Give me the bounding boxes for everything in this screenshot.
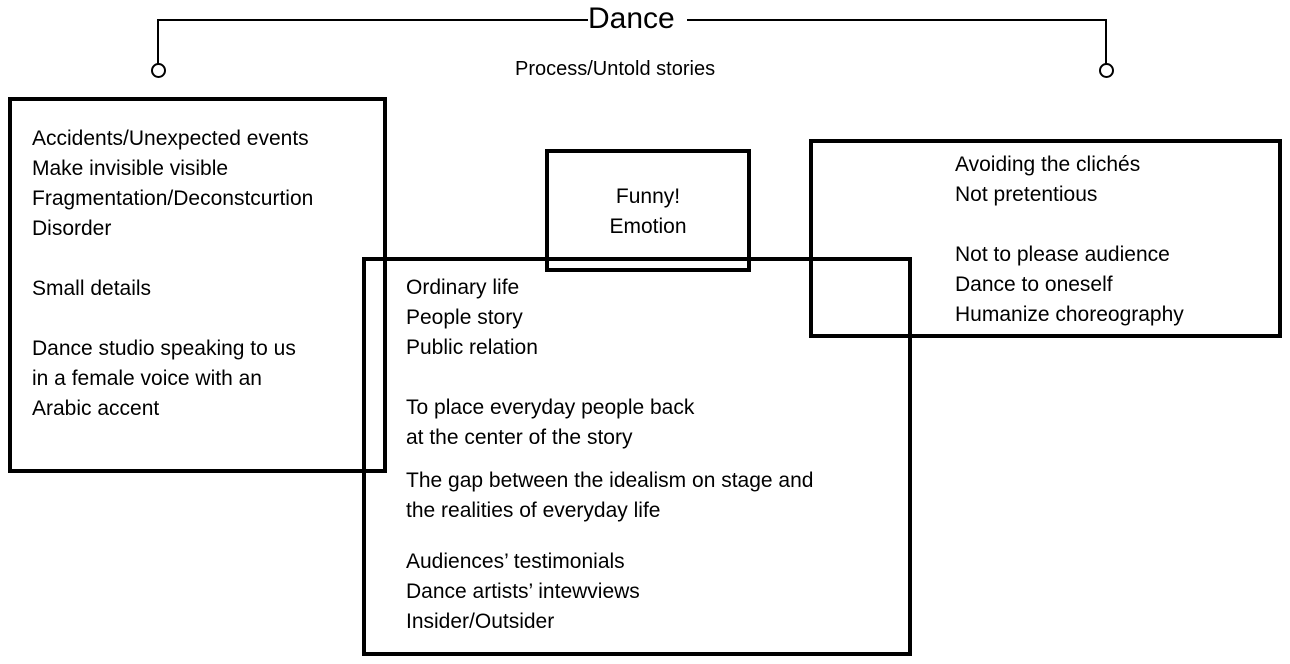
- connector-line-left-vertical: [157, 19, 159, 65]
- connector-line-right-horizontal: [687, 19, 1107, 21]
- avoiding-cliches-box[interactable]: [809, 139, 1282, 338]
- ordinary-life-group-four: Audiences’ testimonials Dance artists’ i…: [406, 550, 640, 633]
- ordinary-life-group-three: The gap between the idealism on stage an…: [406, 469, 814, 522]
- left-branch-node-circle-icon: [151, 63, 166, 78]
- accidents-box-text: Accidents/Unexpected events Make invisib…: [32, 127, 314, 420]
- ordinary-life-box[interactable]: [362, 257, 912, 656]
- funny-emotion-box-text: Funny! Emotion: [609, 185, 687, 238]
- page-title: Dance: [588, 2, 675, 35]
- ordinary-life-group-two: To place everyday people back at the cen…: [406, 396, 695, 449]
- root-subtitle: Process/Untold stories: [515, 58, 716, 80]
- ordinary-life-group-one: Ordinary life People story Public relati…: [406, 276, 538, 359]
- right-branch-node-circle-icon: [1099, 63, 1114, 78]
- connector-line-right-vertical: [1105, 19, 1107, 65]
- funny-emotion-box[interactable]: [545, 149, 751, 272]
- connector-line-left-horizontal: [157, 19, 588, 21]
- avoiding-cliches-box-text: Avoiding the clichés Not pretentious Not…: [955, 153, 1184, 326]
- accidents-box[interactable]: [8, 97, 387, 473]
